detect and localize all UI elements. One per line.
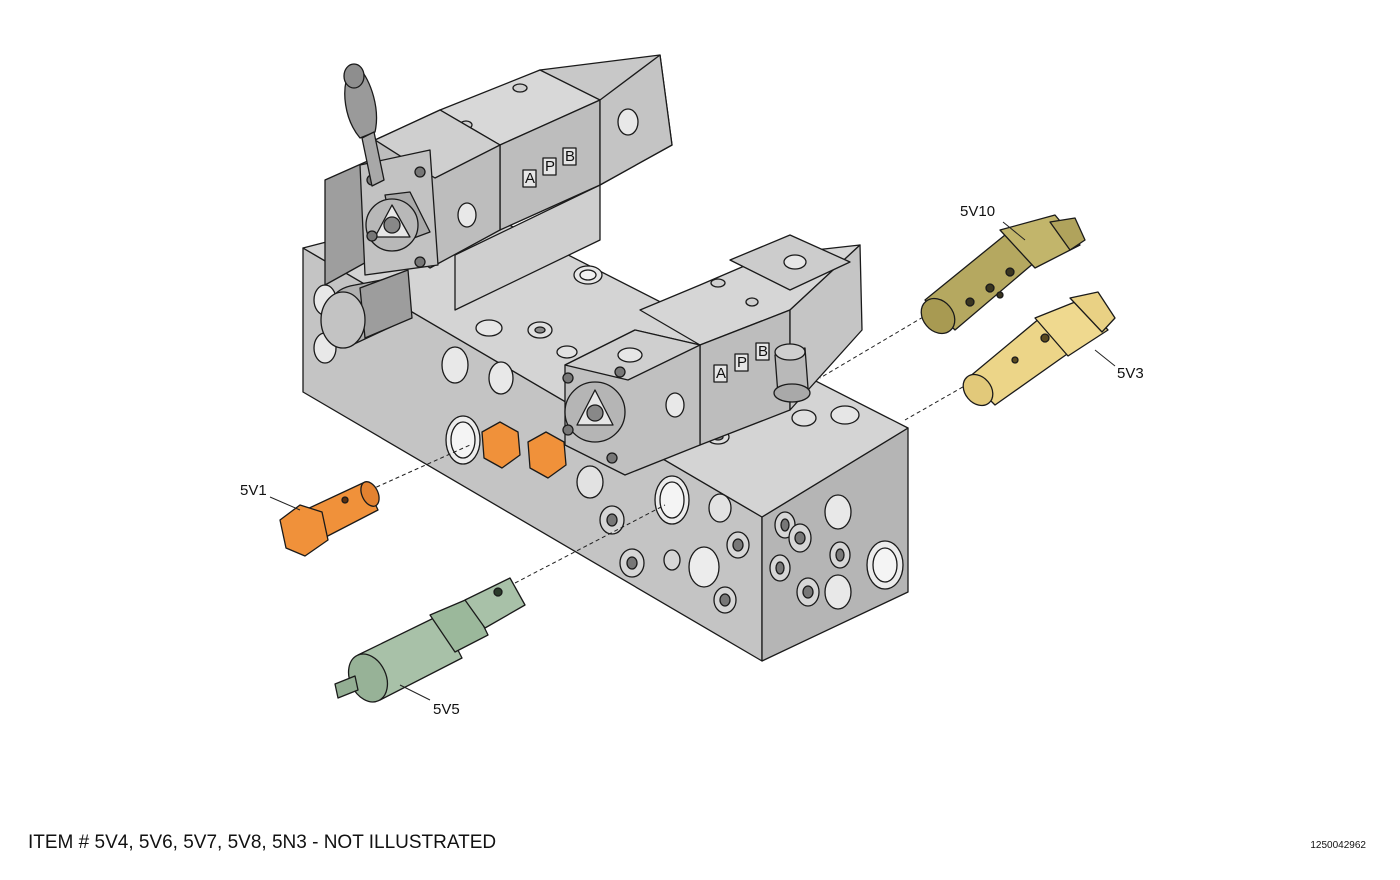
leader-lines	[369, 309, 976, 584]
callout-5v10: 5V10	[960, 203, 995, 220]
not-illustrated-note: ITEM # 5V4, 5V6, 5V7, 5V8, 5N3 - NOT ILL…	[28, 832, 497, 853]
callout-labels: 5V10 5V3 5V1 5V5	[240, 203, 1144, 718]
upper-directional-valve: A P B	[320, 54, 673, 349]
upper-port-mark-p: P	[545, 158, 555, 175]
cartridge-5v10	[920, 214, 1086, 335]
lower-port-mark-b: B	[758, 343, 768, 360]
cartridge-5v3	[962, 291, 1116, 407]
lower-port-mark-p: P	[737, 354, 747, 371]
lower-port-mark-a: A	[716, 365, 726, 382]
cartridge-5v1	[279, 481, 380, 557]
callout-5v3: 5V3	[1117, 365, 1144, 382]
lower-directional-valve: A P B	[556, 234, 863, 476]
callout-5v1: 5V1	[240, 482, 267, 499]
callout-5v5: 5V5	[433, 701, 460, 718]
upper-port-mark-b: B	[565, 148, 575, 165]
cartridge-5v5	[334, 577, 526, 703]
installed-orange-plugs	[481, 421, 567, 479]
upper-port-mark-a: A	[525, 170, 535, 187]
right-face-ports	[769, 494, 904, 610]
drawing-number: 1250042962	[1310, 840, 1366, 851]
